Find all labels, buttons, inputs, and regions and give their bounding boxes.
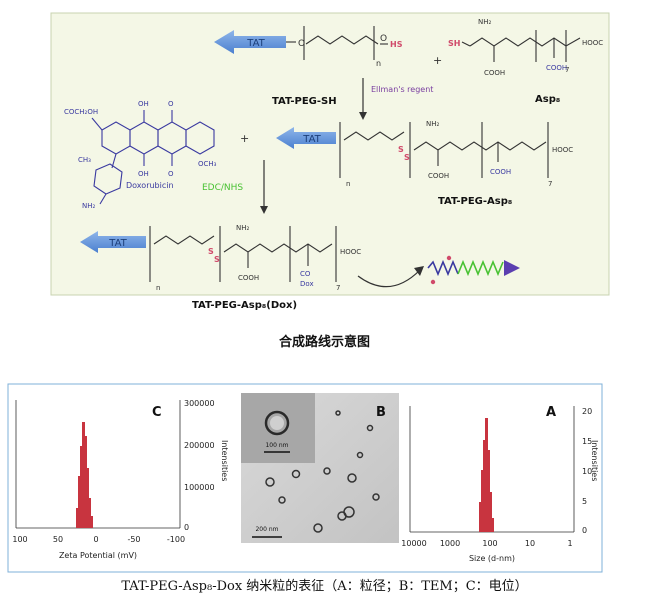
tat-label-3: TAT bbox=[108, 238, 127, 249]
peg-sh-chain bbox=[286, 26, 388, 60]
panel-b-letter: B bbox=[376, 405, 386, 420]
tem-particles bbox=[265, 410, 380, 533]
panel-a-xtick-1: 10 bbox=[525, 539, 535, 548]
panel-a-ytick-0: 0 bbox=[582, 526, 587, 535]
panel-c-ytick-0: 0 bbox=[184, 523, 189, 532]
cooh-2: COOH bbox=[546, 64, 567, 72]
tat-label-2: TAT bbox=[302, 134, 321, 145]
panel-c-ytick-1: 100000 bbox=[184, 483, 215, 492]
nh2-3: NH₂ bbox=[236, 224, 250, 232]
tat-arrow-1: TAT bbox=[214, 30, 286, 54]
seven-3: 7 bbox=[336, 284, 340, 292]
repeat-n-3: n bbox=[156, 284, 160, 292]
o-2: O bbox=[168, 170, 174, 178]
hs-group: HS bbox=[390, 40, 403, 49]
tem-main-scale: 200 nm bbox=[255, 526, 278, 533]
plus-sign-1: + bbox=[433, 54, 442, 67]
panel-c-xtick-4: 100 bbox=[12, 535, 27, 544]
panel-c-xtick-1: -50 bbox=[127, 535, 140, 544]
characterization-caption: TAT-PEG-Asp₈-Dox 纳米粒的表征（A：粒径；B：TEM；C：电位） bbox=[121, 579, 528, 594]
asp8-label: Asp₈ bbox=[535, 94, 560, 105]
cooh-4: COOH bbox=[490, 168, 511, 176]
cooch2oh: COCH₂OH bbox=[64, 108, 98, 116]
cooh-1: COOH bbox=[484, 69, 505, 77]
oh-2: OH bbox=[138, 170, 149, 178]
panel-c-y-label: Intensities bbox=[220, 440, 229, 481]
co-dox: CO bbox=[300, 270, 311, 278]
asp8-structure bbox=[461, 30, 581, 62]
hooc-1: HOOC bbox=[582, 39, 603, 47]
cooh-5: COOH bbox=[238, 274, 259, 282]
ellman-label: Ellman's regent bbox=[371, 85, 433, 94]
panel-a-letter: A bbox=[546, 405, 556, 420]
tat-label: TAT bbox=[246, 38, 265, 49]
doxorubicin-structure bbox=[91, 110, 215, 205]
panel-a-xtick-3: 1000 bbox=[440, 539, 460, 548]
sh-group: SH bbox=[448, 39, 460, 48]
doxorubicin-label: Doxorubicin bbox=[126, 181, 174, 190]
panel-a-x-label: Size (d-nm) bbox=[469, 554, 515, 563]
curved-arrow bbox=[357, 269, 421, 288]
och3: OCH₃ bbox=[198, 160, 217, 168]
nh2-1: NH₂ bbox=[478, 18, 492, 26]
repeat-n-2: n bbox=[346, 180, 350, 188]
oh-1: OH bbox=[138, 100, 149, 108]
disulfide-s4: S bbox=[214, 255, 220, 264]
synthesis-scheme: TAT O O n HS + SH NH₂ COOH COOH HOOC 7 A… bbox=[50, 12, 610, 311]
edc-label: EDC/NHS bbox=[202, 183, 243, 193]
panel-c-histogram bbox=[76, 422, 93, 528]
panel-c-x-label: Zeta Potential (mV) bbox=[59, 551, 137, 560]
panel-c-zeta-potential: C 0 100000 200000 300000 Intensities -10… bbox=[12, 399, 229, 560]
scheme-background bbox=[50, 12, 610, 296]
panel-a-ytick-1: 5 bbox=[582, 497, 587, 506]
o-1: O bbox=[168, 100, 174, 108]
tat-peg-asp8-label: TAT-PEG-Asp₈ bbox=[438, 196, 512, 207]
cooh-3: COOH bbox=[428, 172, 449, 180]
tat-peg-asp8-dox-label: TAT-PEG-Asp₈(Dox) bbox=[192, 300, 297, 311]
panel-c-xtick-3: 50 bbox=[53, 535, 63, 544]
nh2-dox: NH₂ bbox=[82, 202, 96, 210]
nanoparticle-polymer-icon bbox=[427, 255, 520, 285]
panel-c-xtick-0: -100 bbox=[167, 535, 185, 544]
ch3: CH₃ bbox=[78, 156, 91, 164]
tat-peg-sh-label: TAT-PEG-SH bbox=[272, 96, 337, 107]
panel-a-ytick-4: 20 bbox=[582, 407, 592, 416]
plus-sign-2: + bbox=[240, 132, 249, 145]
panel-b-tem: 100 nm 200 nm B bbox=[241, 393, 399, 543]
panel-a-xtick-4: 10000 bbox=[401, 539, 426, 548]
hooc-2: HOOC bbox=[552, 146, 573, 154]
panel-a-xtick-2: 100 bbox=[482, 539, 497, 548]
tat-arrow-3: TAT bbox=[80, 231, 146, 253]
ether-o-2: O bbox=[380, 34, 387, 44]
panel-a-histogram bbox=[479, 418, 494, 532]
panel-a-size-distribution: A 0 5 10 15 20 Intensities 1 10 100 1000… bbox=[401, 405, 599, 563]
disulfide-s1: S bbox=[398, 145, 404, 154]
panel-a-y-label: Intensities bbox=[590, 440, 599, 481]
disulfide-s2: S bbox=[404, 153, 410, 162]
nh2-2: NH₂ bbox=[426, 120, 440, 128]
panel-a-xtick-0: 1 bbox=[567, 539, 572, 548]
seven-2: 7 bbox=[548, 180, 552, 188]
repeat-n: n bbox=[376, 59, 381, 68]
panel-c-ytick-2: 200000 bbox=[184, 441, 215, 450]
panel-a-ytick-2: 10 bbox=[582, 467, 592, 476]
scheme-caption: 合成路线示意图 bbox=[278, 335, 370, 350]
panel-c-letter: C bbox=[152, 405, 162, 420]
tem-inset-scale: 100 nm bbox=[265, 442, 288, 449]
tat-peg-asp8-dox-chain bbox=[149, 226, 337, 282]
disulfide-s3: S bbox=[208, 247, 214, 256]
panel-c-xtick-2: 0 bbox=[93, 535, 98, 544]
seven-1: 7 bbox=[565, 66, 569, 74]
panel-c-ytick-3: 300000 bbox=[184, 399, 215, 408]
tat-peg-asp8-chain bbox=[339, 122, 549, 178]
panel-a-ytick-3: 15 bbox=[582, 437, 592, 446]
hooc-3: HOOC bbox=[340, 248, 361, 256]
tat-arrow-2: TAT bbox=[276, 127, 336, 149]
dox-label: Dox bbox=[300, 280, 314, 288]
ether-o: O bbox=[298, 39, 305, 49]
